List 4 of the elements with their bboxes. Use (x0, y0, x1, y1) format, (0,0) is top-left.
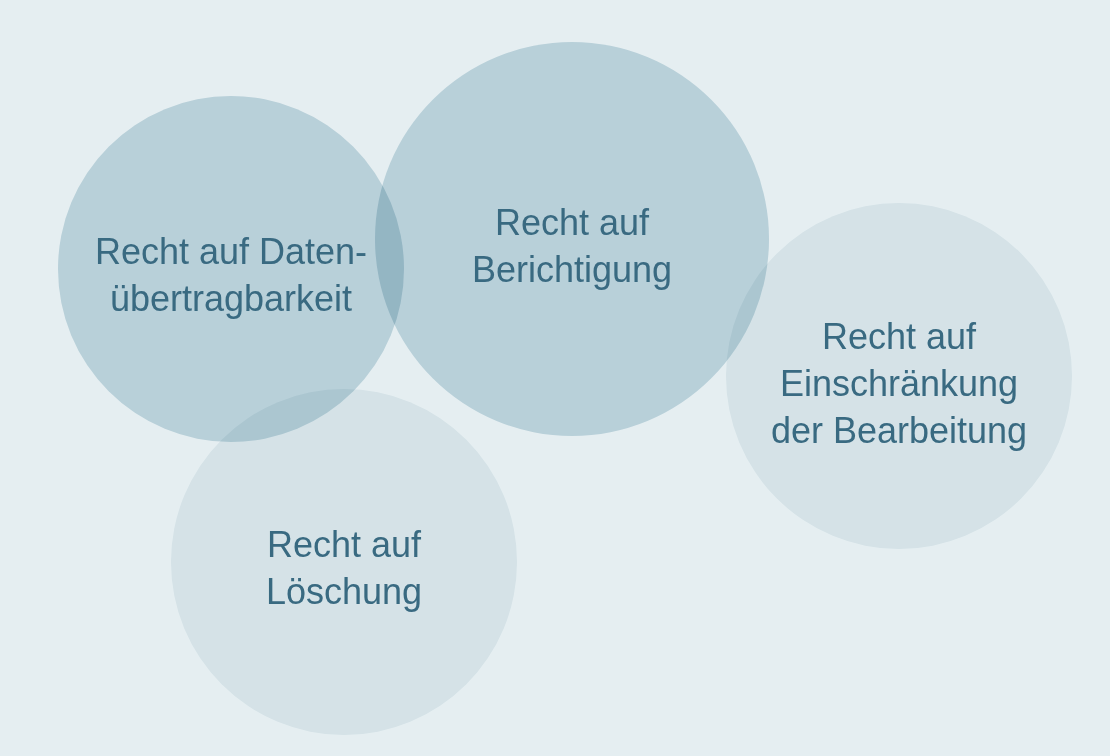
circle-label: Recht auf Berichtigung (470, 201, 674, 292)
circle-label: Recht auf Daten- übertragbarkeit (93, 230, 369, 321)
circle-label: Recht auf Einschränkung der Bearbeitung (769, 314, 1029, 453)
circle-label: Recht auf Löschung (264, 523, 424, 614)
